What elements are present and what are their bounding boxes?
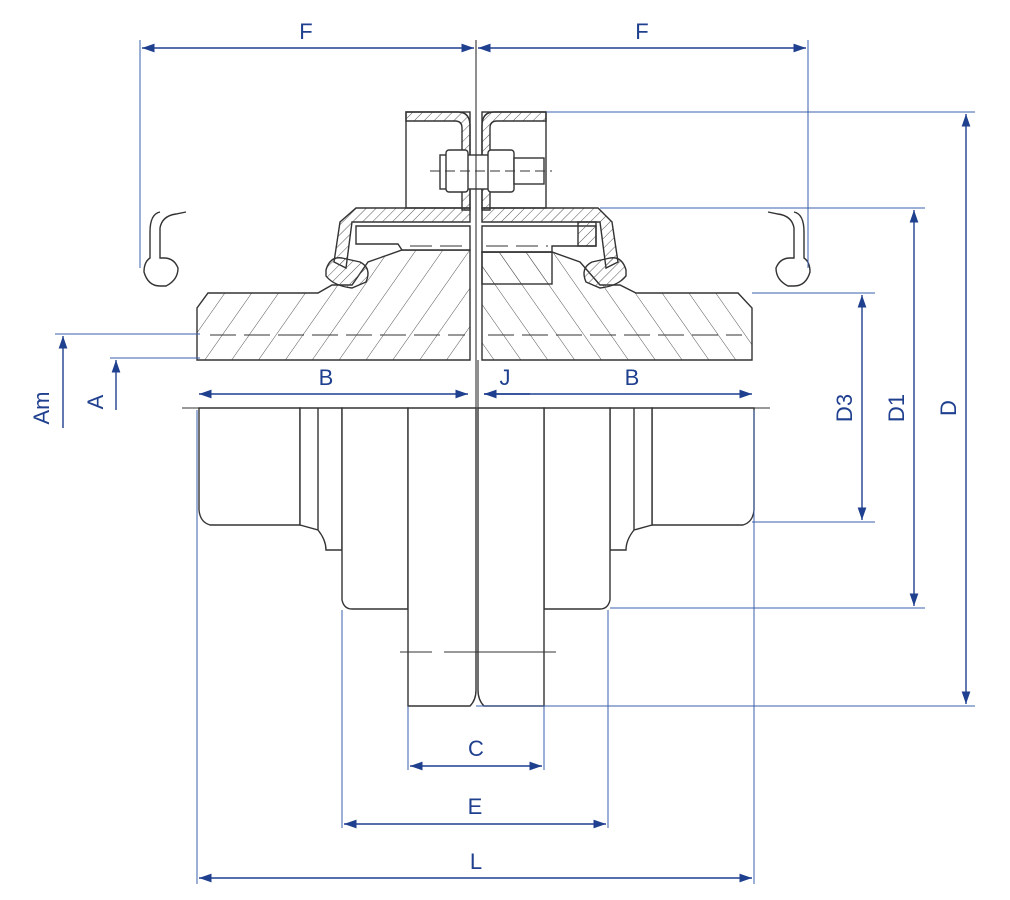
bolt-assembly [430,149,552,193]
c-hook-symbols [143,211,811,287]
right-seal [583,257,627,289]
label-A: A [83,394,108,409]
label-J: J [500,365,511,390]
right-flange-exterior [477,407,545,707]
dimension-labels: F F B J B Am A D3 D1 D C E L [29,19,961,874]
left-sleeve-exterior [341,407,409,610]
right-hub-exterior [651,407,755,526]
axis-lines [182,40,770,409]
label-E: E [468,794,483,819]
left-seal [325,257,369,289]
sleeve-cover [325,111,627,289]
label-L: L [470,849,482,874]
left-hub-exterior [198,407,301,526]
label-Am: Am [29,392,54,425]
dimension-lines [58,43,971,883]
left-flange-exterior [407,407,477,707]
hub-section [196,249,753,361]
exterior-view [198,407,755,707]
label-B-right: B [625,365,640,390]
right-sleeve-exterior [543,407,611,610]
label-C: C [468,736,484,761]
label-F-left: F [299,19,312,44]
label-D: D [936,400,961,416]
extension-lines [55,40,975,884]
label-D3: D3 [832,394,857,422]
label-B-left: B [319,365,334,390]
label-D1: D1 [884,394,909,422]
label-F-right: F [635,19,648,44]
